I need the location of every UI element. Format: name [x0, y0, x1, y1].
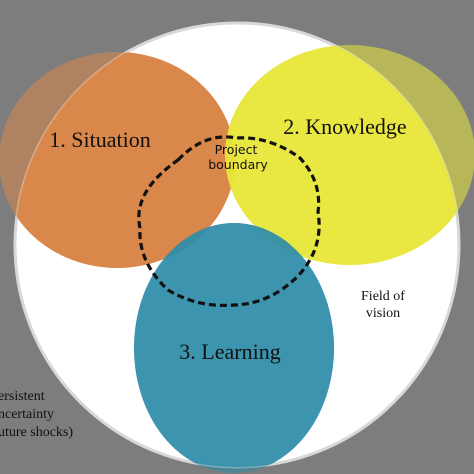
- knowledge-ellipse: [225, 45, 474, 265]
- learning-ellipse: [134, 223, 334, 473]
- situation-label: 1. Situation: [49, 127, 150, 152]
- project-boundary-label-line1: Project: [215, 142, 258, 157]
- outside-label-line1: ersistent: [0, 389, 45, 404]
- knowledge-label: 2. Knowledge: [283, 114, 406, 139]
- learning-label: 3. Learning: [179, 339, 280, 364]
- situation-ellipse: [0, 52, 235, 268]
- field-of-vision-label-line2: vision: [366, 306, 400, 321]
- outside-label-line2: ncertainty: [0, 407, 54, 422]
- project-boundary-label-line2: boundary: [208, 157, 268, 172]
- outside-label-line3: uture shocks): [0, 425, 73, 440]
- field-of-vision-label-line1: Field of: [361, 289, 405, 304]
